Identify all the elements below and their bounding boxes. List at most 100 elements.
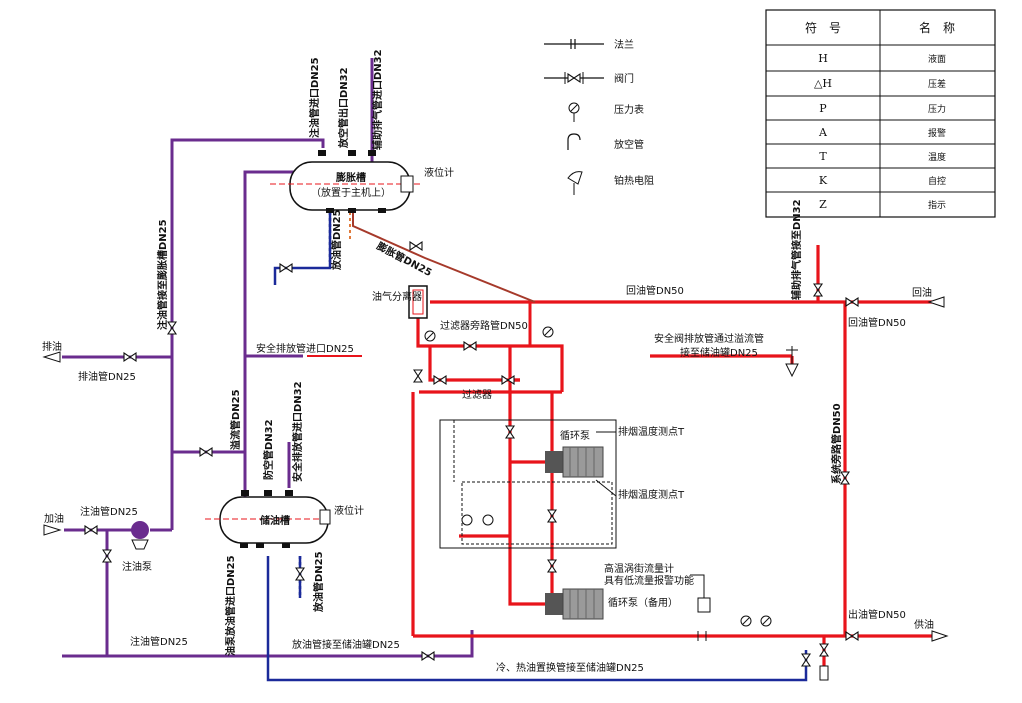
filter-label: 过滤器 [462,388,492,401]
flange-symbol [544,39,604,49]
valve-icon [505,425,515,439]
aux-vent-inlet-label: 辅助排气管进口DN32 [371,49,384,150]
fill-pump-icon [131,521,149,550]
valve-icon [199,447,213,457]
filter-bypass-label: 过滤器旁路管DN50 [440,319,528,332]
safety-valve-icon [785,346,799,378]
oil-gas-separator [408,285,428,319]
safety-vent-inlet-label: 安全排放管进口DN25 [256,342,354,355]
expansion-pipe [352,212,536,303]
valve-icon [421,651,435,661]
drain-lines [266,212,808,682]
drain-to-storage-label: 放油管接至储油罐DN25 [292,638,400,651]
valve-icon [819,643,829,657]
expansion-tank-label: 膨胀槽 [336,171,366,184]
pressure-gauge-icon [424,326,772,627]
swap-to-storage-label: 冷、热油置换管接至储油罐DN25 [496,661,644,674]
table-name-4: 温度 [928,151,946,163]
fill-to-expansion-label: 注油管接至膨胀槽DN25 [156,219,169,330]
legend-pt-resistor-label: 铂热电阻 [614,174,654,187]
circ-pump-1 [545,446,604,478]
fill-pipe-bottom-label: 注油管DN25 [130,635,188,648]
system-bypass-label: 系统旁路管DN50 [830,403,843,484]
anti-vent-label: 防空管DN32 [262,419,275,480]
valve-icon [845,297,859,307]
aux-vent-to-label: 辅助排气管接至DN32 [790,199,803,300]
flow-meter [690,574,711,641]
table-symbol-1: △H [814,77,832,90]
exhaust-temp-label-2: 排烟温度测点T [618,488,685,501]
expansion-tank-note: （放置于主机上） [311,186,391,199]
discharge-oil-label: 排油 [42,340,62,353]
pipe-labels: 注油管进口DN25 放空管出口DN32 辅助排气管进口DN32 注油管接至膨胀槽… [42,49,934,674]
table-symbol-4: T [819,150,827,163]
legend-flange-label: 法兰 [614,38,634,51]
circ-pump-label: 循环泵 [560,429,590,442]
supply-oil-label: 供油 [914,618,934,631]
circ-pump-2 [545,588,604,620]
table-header-name: 名 称 [919,20,955,35]
valve-icon [547,509,557,523]
flow-meter-label-2: 具有低流量报警功能 [604,574,694,587]
flow-meter-label-1: 高温涡街流量计 [604,562,674,575]
valve-icon [102,549,112,563]
storage-tank [205,490,331,548]
storage-tank-label: 储油槽 [259,514,290,527]
valve-icon [279,263,293,273]
valve-icon [845,631,859,641]
valve-icon [463,341,477,351]
valve-icon [295,567,305,581]
safety-valve-note-1: 安全阀排放管通过溢流管 [654,332,764,345]
valve-icon [501,375,515,385]
drain-pipe-label: 放油管DN25 [312,551,325,613]
circ-pump-backup-label: 循环泵（备用） [608,596,678,609]
table-symbol-5: K [819,174,828,187]
legend: 法兰 阀门 压力表 放空管 铂热电阻 [544,38,654,195]
separator-label: 油气分离器 [372,290,422,303]
drain-plug [819,665,829,681]
fill-pump-label: 注油泵 [122,560,152,573]
table-name-1: 压差 [928,78,946,90]
safety-vent-dn32-label: 安全排放管进口DN32 [291,381,304,482]
return-oil-pipe2-label: 回油管DN50 [848,316,906,329]
valve-icon [123,352,137,362]
level-gauge-2a: 液位计 [334,504,364,517]
expansion-tank [270,150,420,213]
outlet-oil-pipe-label: 出油管DN50 [848,608,906,621]
pump-drain-inlet-label: 油泵放油管进口DN25 [224,555,237,656]
valves [84,241,859,667]
fill-pipe-label: 注油管DN25 [80,505,138,518]
valve-symbol [544,72,604,84]
table-name-2: 压力 [928,103,946,115]
flow-arrows [42,296,949,642]
table-name-3: 报警 [928,127,946,139]
table-header-symbol: 符 号 [805,20,841,35]
add-oil-label: 加油 [44,512,64,525]
valve-icon [84,525,98,535]
table-symbol-0: H [818,52,828,65]
return-oil-label: 回油 [912,286,932,299]
table-name-5: 自控 [928,175,946,187]
table-name-6: 指示 [928,199,946,211]
valve-icon [547,559,557,573]
valve-icon [813,283,823,297]
valve-icon [409,241,423,251]
level-gauge-1a: 液位计 [424,166,454,179]
valve-icon [801,653,811,667]
level-gauge-2: 液位计 [334,504,364,517]
discharge-pipe-label: 排油管DN25 [78,370,136,383]
safety-valve-note-2: 接至储油罐DN25 [680,346,758,359]
exhaust-temp-label-1: 排烟温度测点T [618,425,685,438]
valve-icon [433,375,447,385]
drain-exp-label: 放油管DN25 [330,209,343,271]
valve-icon [413,369,423,383]
table-symbol-6: Z [819,198,827,211]
furnace-box [439,419,617,549]
pt-resistor-icon [567,171,583,195]
equipment-labels: 液位计 液位计 油气分离器 过滤器 循环泵 循环泵（备用） 高温涡街流量计 具有… [334,166,694,609]
legend-pressure-gauge-label: 压力表 [614,103,644,116]
pressure-gauge-icon [568,102,580,122]
table-symbol-2: P [819,102,827,115]
legend-valve-label: 阀门 [614,72,634,85]
